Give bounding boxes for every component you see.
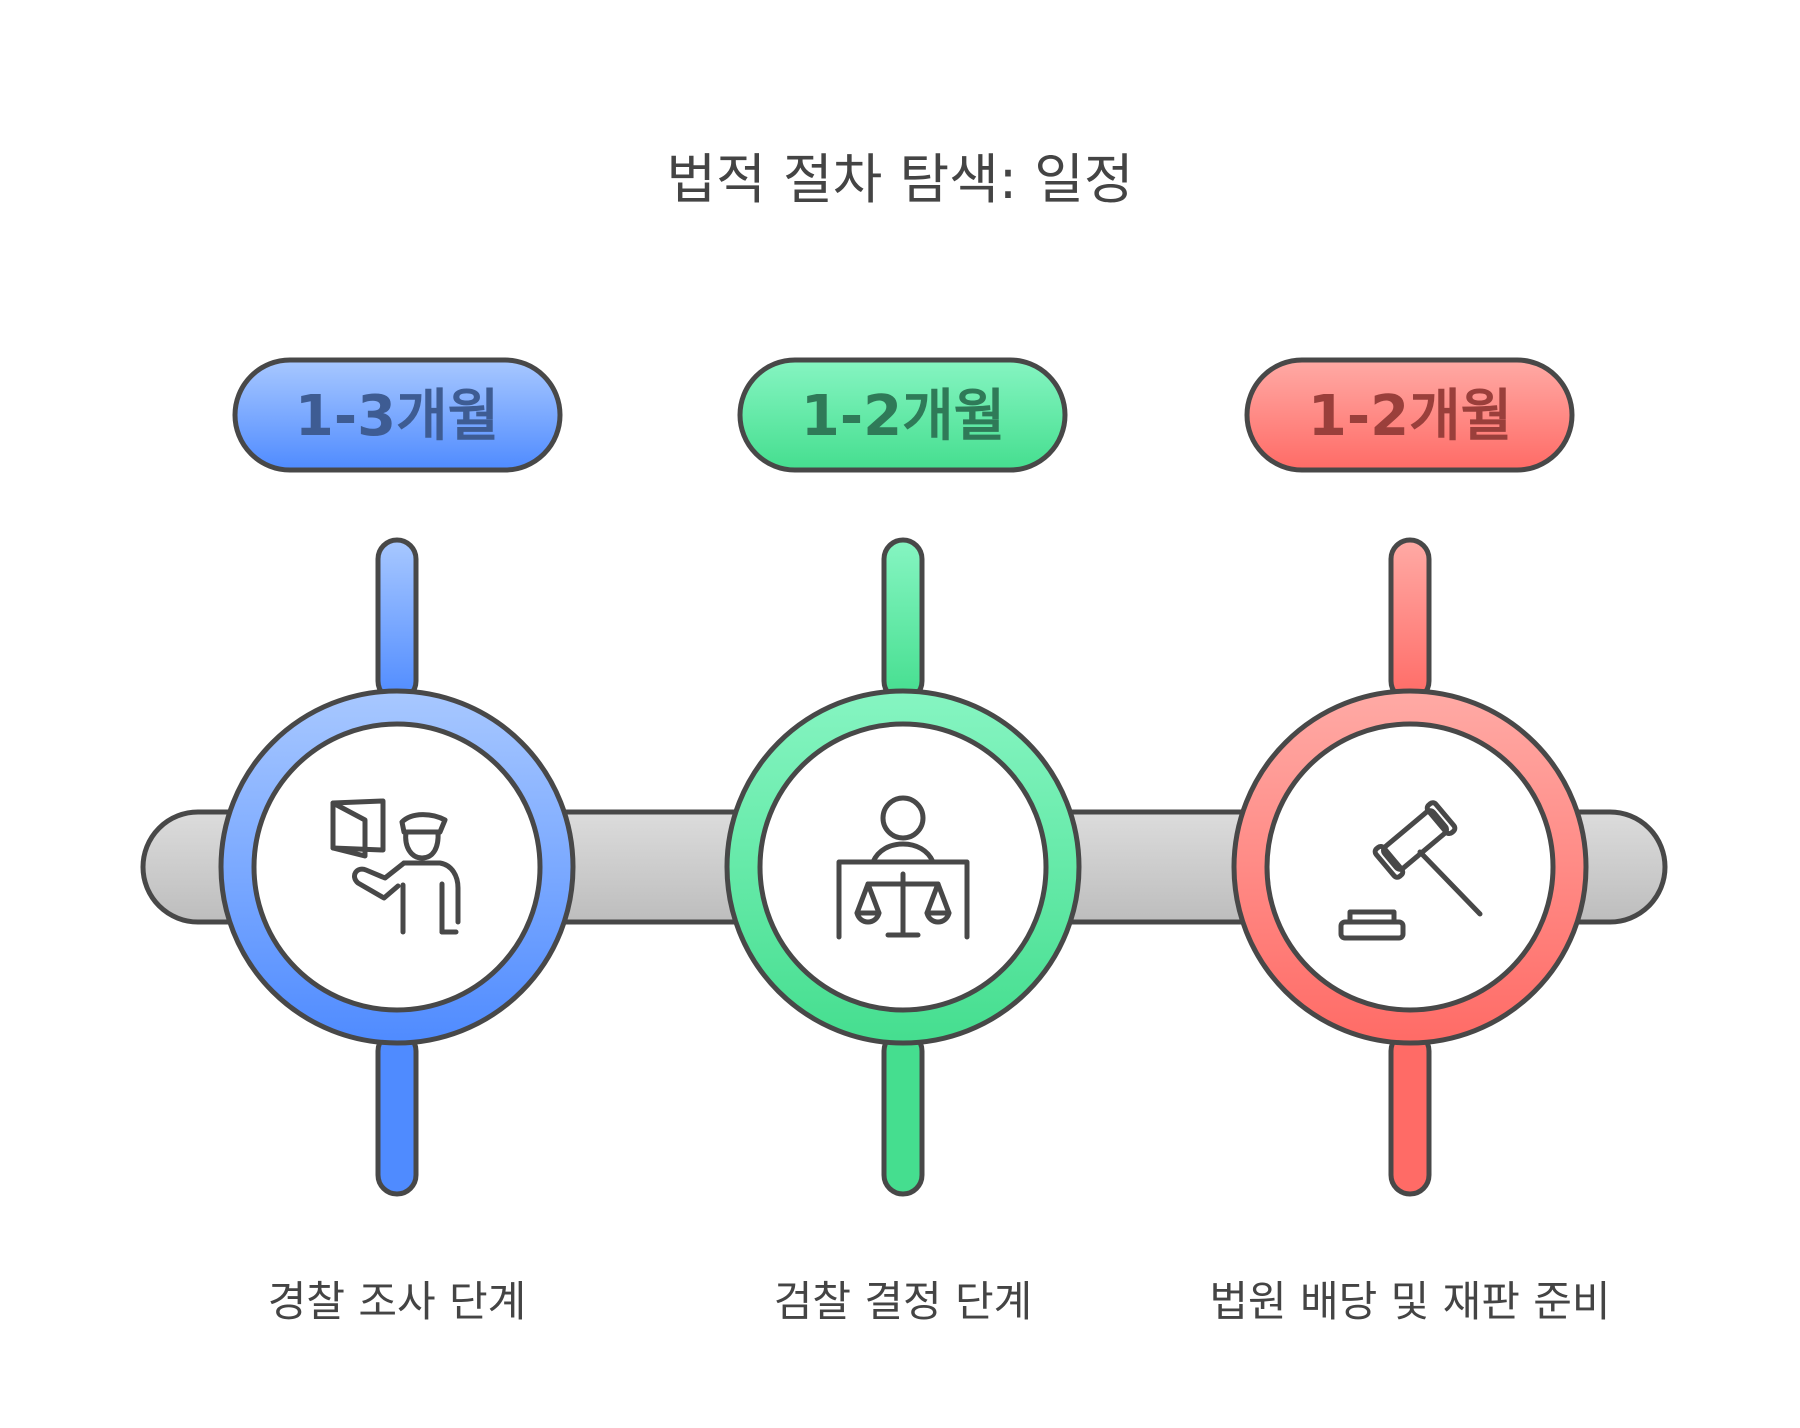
connector-stem-bottom: [1388, 1029, 1432, 1197]
stage-prosecution-decision: 1-2개월 검찰 결정 단계: [724, 357, 1082, 1326]
scales-of-justice-icon: [836, 795, 970, 940]
duration-label: 1-2개월: [1308, 384, 1512, 449]
connector-stem-bottom: [881, 1029, 925, 1197]
connector-stem-top: [881, 537, 925, 703]
stage-inner-circle: [1264, 721, 1556, 1013]
duration-pill: [737, 357, 1068, 473]
stage-label: 경찰 조사 단계: [268, 1277, 527, 1326]
duration-label: 1-3개월: [295, 384, 499, 449]
duration-pill: [1244, 357, 1575, 473]
duration-label: 1-2개월: [801, 384, 1005, 449]
connector-stem-top: [375, 537, 419, 703]
duration-pill: [232, 357, 563, 473]
connector-stem-bottom: [375, 1029, 419, 1197]
stage-inner-circle: [757, 721, 1049, 1013]
police-officer-icon: [330, 798, 461, 935]
stage-label: 검찰 결정 단계: [774, 1277, 1033, 1326]
diagram-title: 법적 절차 탐색: 일정: [666, 148, 1133, 211]
stage-police-investigation: 1-3개월 경찰 조사 단계: [218, 357, 576, 1326]
stage-label: 법원 배당 및 재판 준비: [1209, 1277, 1610, 1326]
connector-stem-top: [1388, 537, 1432, 703]
gavel-icon: [1338, 800, 1483, 941]
stage-court-assignment-trial-prep: 1-2개월 법원 배당 및 재판 준비: [1209, 357, 1611, 1326]
